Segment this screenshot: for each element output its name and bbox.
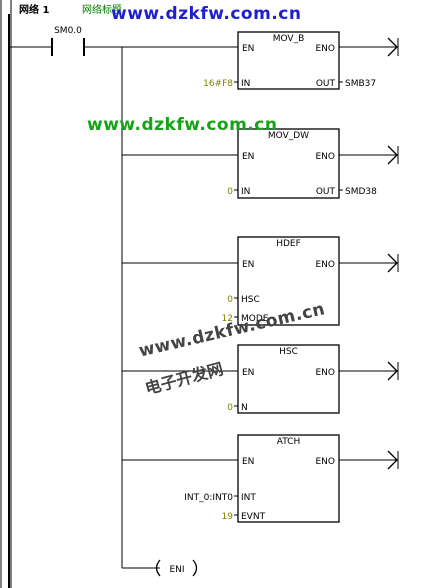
input-pin-label: INT [241, 493, 256, 503]
output-arrow-icon [387, 145, 398, 165]
input-pin-label: HSC [241, 295, 260, 305]
input-pin-label: IN [241, 187, 250, 197]
output-value[interactable]: SMD38 [345, 187, 377, 197]
input-value[interactable]: 0 [227, 403, 233, 413]
function-block-mov-dw[interactable] [237, 128, 340, 199]
block-name: HDEF [276, 239, 301, 249]
input-pin-label: IN [241, 79, 250, 89]
contact-label[interactable]: SM0.0 [54, 26, 82, 36]
en-pin-label: EN [242, 368, 254, 378]
input-value[interactable]: 0 [227, 187, 233, 197]
eno-pin-label: ENO [315, 368, 335, 378]
editor-gutter [0, 0, 12, 588]
function-block-hdef[interactable] [237, 236, 340, 326]
eno-pin-label: ENO [315, 457, 335, 467]
output-arrow-icon [387, 361, 398, 381]
input-value[interactable]: 19 [222, 512, 234, 522]
output-value[interactable]: SMB37 [345, 79, 376, 89]
function-block-atch[interactable] [237, 434, 340, 523]
input-value[interactable]: 0 [227, 295, 233, 305]
eno-pin-label: ENO [315, 44, 335, 54]
input-pin-label: EVNT [241, 512, 266, 522]
input-value[interactable]: 12 [222, 314, 233, 324]
en-pin-label: EN [242, 260, 254, 270]
coil-left-paren [155, 559, 161, 577]
eno-pin-label: ENO [315, 260, 335, 270]
output-pin-label: OUT [316, 187, 336, 197]
input-pin-label: MODE [241, 314, 269, 324]
output-arrow-icon [387, 450, 398, 470]
output-pin-label: OUT [316, 79, 336, 89]
en-pin-label: EN [242, 152, 254, 162]
block-name: MOV_B [273, 34, 305, 44]
block-name: HSC [279, 347, 298, 357]
output-arrow-icon [387, 37, 398, 57]
en-pin-label: EN [242, 457, 254, 467]
en-pin-label: EN [242, 44, 254, 54]
network-label: 网络 1 [19, 5, 50, 16]
input-value[interactable]: INT_0:INT0 [184, 493, 233, 503]
network-title[interactable]: 网络标题 [82, 5, 122, 16]
coil-right-paren [192, 559, 198, 577]
function-block-mov-b[interactable] [237, 31, 340, 90]
block-name: MOV_DW [268, 131, 309, 141]
eno-pin-label: ENO [315, 152, 335, 162]
input-pin-label: N [241, 403, 248, 413]
input-value[interactable]: 16#F8 [203, 79, 233, 89]
function-block-hsc[interactable] [237, 344, 340, 414]
block-name: ATCH [277, 437, 300, 447]
output-arrow-icon [387, 253, 398, 273]
coil-label[interactable]: ENI [169, 565, 184, 575]
